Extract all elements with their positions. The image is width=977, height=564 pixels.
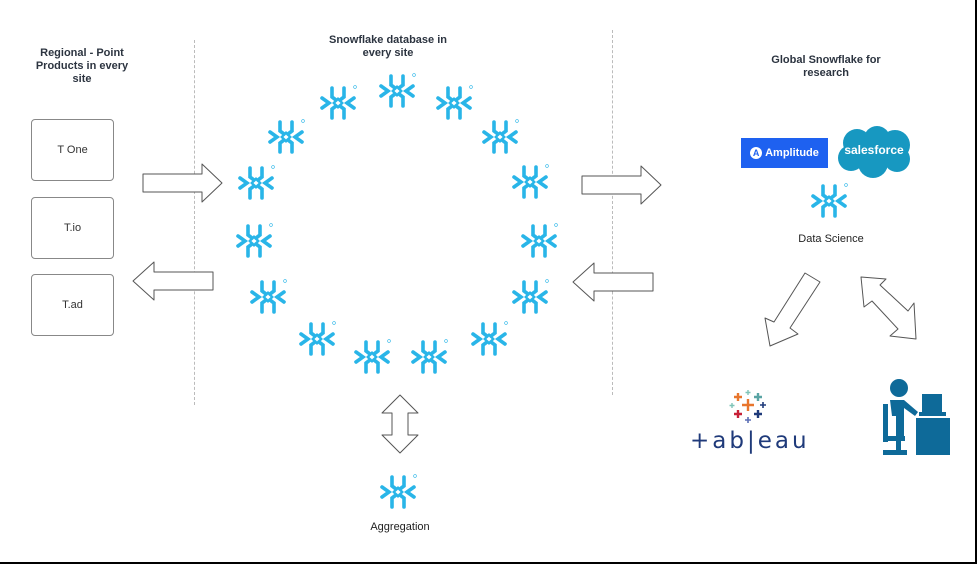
tableau-plus-icon: [729, 390, 766, 423]
product-box-t-io[interactable]: T.io: [31, 197, 114, 259]
product-label: T.io: [63, 222, 82, 234]
snowflake-icon: [299, 320, 336, 356]
product-box-t-one[interactable]: T One: [31, 119, 114, 181]
snowflake-icon: [320, 84, 357, 120]
snowflake-icon: [436, 84, 473, 120]
snowflake-icon: [512, 278, 549, 314]
snowflake-data-science-icon: [811, 182, 848, 218]
data-science-label: Data Science: [798, 233, 864, 245]
arrow-right-icon: [142, 163, 223, 203]
snowflake-icon: [471, 320, 508, 356]
product-box-t-ad[interactable]: T.ad: [31, 274, 114, 336]
amplitude-text: Amplitude: [765, 147, 819, 159]
snowflake-icon: [354, 338, 391, 374]
tableau-logo: +ab|eau: [690, 428, 810, 454]
arrow-right-icon: [581, 165, 662, 205]
amplitude-logo: A Amplitude: [741, 138, 828, 168]
salesforce-cloud-icon: [838, 126, 910, 178]
snowflake-icon: [482, 118, 519, 154]
arrow-up-down-icon: [381, 394, 419, 454]
aggregation-label: Aggregation: [370, 521, 430, 533]
snowflake-icon: [521, 222, 558, 258]
product-label: T.ad: [62, 299, 83, 311]
heading-global: Global Snowflake for research: [771, 54, 881, 79]
amplitude-icon: A: [750, 147, 763, 159]
snowflake-icon: [411, 338, 448, 374]
snowflake-aggregation-icon: [380, 473, 417, 509]
arrow-left-icon: [132, 261, 214, 301]
snowflake-icon: [236, 222, 273, 258]
arrow-down-left-icon: [764, 272, 821, 347]
heading-regional: Regional - Point Products in every site: [35, 47, 129, 85]
heading-snowflake-db: Snowflake database in every site: [329, 34, 447, 59]
snowflake-icon: [268, 118, 305, 154]
user-at-computer-icon: [883, 379, 950, 455]
arrow-left-icon: [572, 262, 654, 302]
salesforce-text: salesforce: [844, 143, 904, 157]
frame-border-right: [975, 0, 977, 564]
divider-left: [194, 40, 195, 405]
arrow-bidirectional-diagonal-icon: [860, 276, 917, 340]
snowflake-icon: [379, 72, 416, 108]
product-label: T One: [57, 144, 88, 156]
snowflake-icon: [512, 163, 549, 199]
snowflake-icon: [250, 278, 287, 314]
snowflake-icon: [238, 164, 275, 200]
divider-right: [612, 30, 613, 395]
frame-border-bottom: [0, 562, 977, 564]
